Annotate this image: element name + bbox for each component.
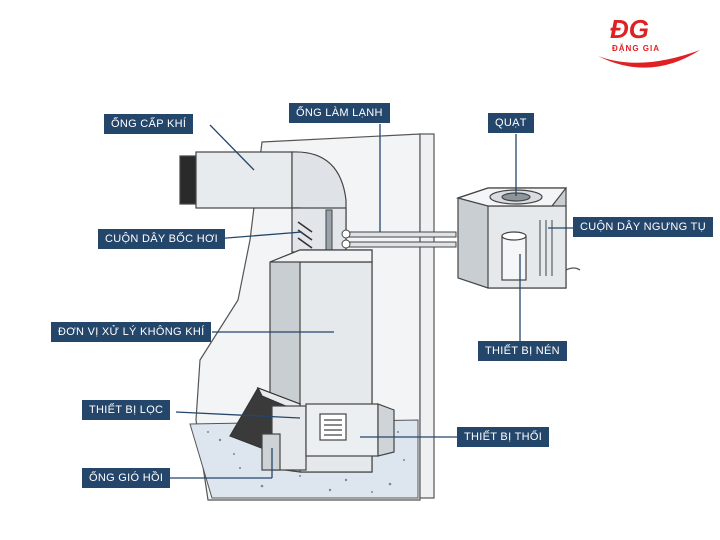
label-refrigerant-line: ỐNG LÀM LẠNH: [289, 103, 390, 123]
logo-mark: ĐG: [610, 14, 649, 44]
blower-art: [305, 403, 395, 457]
logo-text: ĐẶNG GIA: [612, 44, 660, 53]
exterior-wall: [419, 133, 435, 499]
leader-filter: [175, 411, 301, 419]
label-supply-duct: ỐNG CẤP KHÍ: [104, 114, 194, 134]
label-filter: THIẾT BỊ LỌC: [82, 400, 171, 420]
brand-logo: ĐG: [598, 14, 700, 68]
label-fan: QUẠT: [488, 113, 534, 133]
leader-evaporator-coil: [213, 231, 303, 240]
logo-swoosh: [598, 50, 700, 68]
label-return-duct: ỐNG GIÓ HỒI: [82, 468, 171, 488]
label-blower: THIẾT BỊ THỔI: [457, 427, 550, 447]
leader-lines: [168, 124, 574, 479]
leader-supply-duct: [209, 124, 255, 171]
refrigerant-line-art: [341, 229, 457, 249]
label-air-handler: ĐƠN VỊ XỬ LÝ KHÔNG KHÍ: [51, 322, 212, 342]
condenser-unit-art: [455, 187, 581, 289]
label-evaporator-coil: CUỘN DÂY BỐC HƠI: [98, 229, 226, 249]
label-compressor: THIẾT BỊ NÉN: [478, 341, 567, 361]
label-condenser-coil: CUỘN DÂY NGƯNG TỤ: [573, 217, 713, 237]
